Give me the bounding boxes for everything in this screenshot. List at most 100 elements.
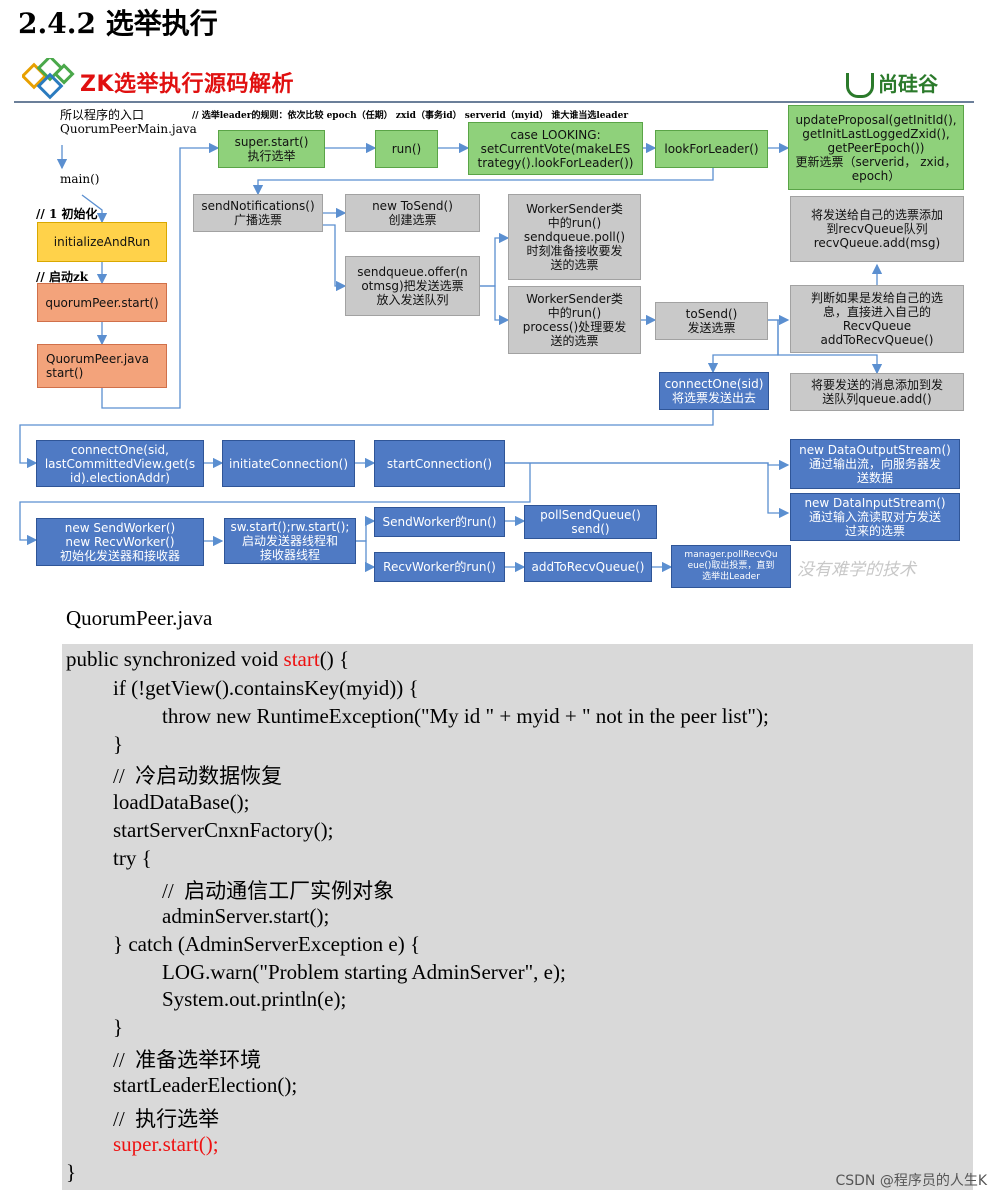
judge-self-label: 判断如果是发给自己的选 息，直接进入自己的 RecvQueue addToRec…: [810, 291, 943, 347]
brand-u-icon: [846, 73, 874, 98]
update-proposal-box: updateProposal(getInitId(), getInitLastL…: [788, 105, 964, 190]
data-input-stream-box: new DataInputStream() 通过输入流读取对方发送 过来的选票: [790, 493, 960, 541]
logo-diamond-icon: [22, 58, 75, 100]
code-block: [62, 644, 973, 1190]
startzk-comment: // 启动zk: [36, 270, 89, 284]
csdn-footer: CSDN @程序员的人生K: [835, 1173, 987, 1189]
slide-title: ZK选举执行源码解析: [80, 72, 295, 97]
look-for-leader-box: lookForLeader(): [655, 130, 768, 168]
new-send-worker-box: new SendWorker() new RecvWorker() 初始化发送器…: [36, 518, 204, 566]
data-output-stream-label: new DataOutputStream() 通过输出流，向服务器发 送数据: [799, 443, 951, 485]
code-line-13: System.out.println(e);: [162, 987, 347, 1011]
sendqueue-offer-box: sendqueue.offer(n otmsg)把发送选票 放入发送队列: [345, 256, 480, 316]
init-comment: // 1 初始化: [36, 207, 98, 221]
run-box: run(): [375, 130, 438, 168]
add-to-recv-queue-label: addToRecvQueue(): [531, 560, 645, 574]
quorum-peer-java-box: QuorumPeer.java start(): [37, 344, 167, 388]
sendqueue-offer-label: sendqueue.offer(n otmsg)把发送选票 放入发送队列: [357, 265, 468, 307]
recv-worker-run-label: RecvWorker的run(): [383, 560, 496, 574]
case-looking-box: case LOOKING: setCurrentVote(makeLES tra…: [468, 122, 643, 175]
code-line-15: // 准备选举环境: [113, 1048, 262, 1072]
recv-worker-run-box: RecvWorker的run(): [374, 552, 505, 582]
connect-one-sid-box: connectOne(sid) 将选票发送出去: [659, 372, 769, 410]
poll-recv-queue-label: manager.pollRecvQu eue()取出投票，直到 选举出Leade…: [684, 550, 778, 582]
initialize-and-run-box: initializeAndRun: [37, 222, 167, 262]
update-proposal-label: updateProposal(getInitId(), getInitLastL…: [795, 112, 957, 183]
quorum-peer-start-label: quorumPeer.start(): [45, 295, 159, 310]
look-for-leader-label: lookForLeader(): [664, 142, 759, 156]
start-connection-label: startConnection(): [386, 456, 493, 471]
queue-add-label: 将要发送的消息添加到发 送队列queue.add(): [810, 378, 943, 406]
add-self-recvqueue-box: 将发送给自己的选票添加 到recvQueue队列 recvQueue.add(m…: [790, 196, 964, 262]
add-self-recvqueue-label: 将发送给自己的选票添加 到recvQueue队列 recvQueue.add(m…: [810, 208, 943, 250]
poll-send-queue-box: pollSendQueue() send(): [524, 505, 657, 539]
to-send-box: toSend() 发送选票: [655, 302, 768, 340]
entry-note: 所以程序的入口: [60, 108, 145, 122]
quorum-peer-java-label: QuorumPeer.java start(): [46, 352, 149, 380]
run-label: run(): [391, 142, 422, 156]
code-line-12: LOG.warn("Problem starting AdminServer",…: [162, 960, 566, 984]
code-line-5: // 冷启动数据恢复: [113, 764, 283, 788]
code-line-10: adminServer.start();: [162, 904, 330, 928]
main-method-note: main(): [60, 172, 100, 186]
flow-arrows: [19, 142, 883, 573]
queue-add-box: 将要发送的消息添加到发 送队列queue.add(): [790, 373, 964, 411]
code-line-3: throw new RuntimeException("My id " + my…: [162, 704, 769, 728]
code-line-2: if (!getView().containsKey(myid)) {: [113, 676, 419, 700]
file-label: QuorumPeer.java: [66, 606, 213, 630]
brand-name: 尚硅谷: [878, 72, 938, 96]
code-paren-text: () {: [319, 647, 350, 671]
to-send-label: toSend() 发送选票: [685, 307, 738, 335]
send-notifications-box: sendNotifications() 广播选票: [193, 194, 323, 232]
new-to-send-label: new ToSend() 创建选票: [372, 199, 453, 227]
judge-self-box: 判断如果是发给自己的选 息，直接进入自己的 RecvQueue addToRec…: [790, 285, 964, 353]
quorum-peer-start-box: quorumPeer.start(): [37, 283, 167, 322]
add-to-recv-queue-box: addToRecvQueue(): [524, 552, 652, 582]
worker-sender-process-label: WorkerSender类 中的run() process()处理要发 送的选票: [522, 292, 627, 348]
initiate-connection-label: initiateConnection(): [228, 456, 348, 471]
poll-send-queue-label: pollSendQueue() send(): [540, 508, 641, 536]
header-divider: [14, 101, 974, 103]
code-line-16: startLeaderElection();: [113, 1073, 298, 1097]
connect-one-full-label: connectOne(sid, lastCommittedView.get(s …: [44, 442, 196, 485]
code-line-6: loadDataBase();: [113, 790, 250, 814]
send-notifications-label: sendNotifications() 广播选票: [201, 199, 315, 227]
code-line-11: } catch (AdminServerException e) {: [113, 932, 421, 956]
code-method-start: start: [283, 647, 320, 671]
code-line-19: }: [66, 1160, 77, 1184]
sw-rw-start-box: sw.start();rw.start(); 启动发送器线程和 接收器线程: [224, 518, 356, 564]
code-line-17: // 执行选举: [113, 1107, 220, 1131]
code-keyword-text: public synchronized void: [66, 647, 284, 671]
super-start-label: super.start() 执行选举: [234, 135, 309, 163]
initiate-connection-box: initiateConnection(): [222, 440, 355, 487]
watermark: 没有难学的技术: [797, 560, 916, 580]
data-output-stream-box: new DataOutputStream() 通过输出流，向服务器发 送数据: [790, 439, 960, 489]
worker-sender-poll-box: WorkerSender类 中的run() sendqueue.poll() 时…: [508, 194, 641, 280]
entry-class-note: QuorumPeerMain.java: [60, 122, 197, 136]
code-line-18: super.start();: [113, 1132, 219, 1156]
new-to-send-box: new ToSend() 创建选票: [345, 194, 480, 232]
data-input-stream-label: new DataInputStream() 通过输入流读取对方发送 过来的选票: [804, 496, 946, 538]
election-rule-note: // 选举leader的规则：依次比较 epoch（任期） zxid（事务id）…: [192, 111, 629, 121]
sw-rw-start-label: sw.start();rw.start(); 启动发送器线程和 接收器线程: [230, 520, 350, 562]
code-line-14: }: [113, 1015, 124, 1039]
worker-sender-process-box: WorkerSender类 中的run() process()处理要发 送的选票: [508, 286, 641, 354]
code-line-9: // 启动通信工厂实例对象: [162, 879, 395, 903]
new-send-worker-label: new SendWorker() new RecvWorker() 初始化发送器…: [59, 521, 180, 563]
connect-one-sid-label: connectOne(sid) 将选票发送出去: [664, 377, 764, 405]
worker-sender-poll-label: WorkerSender类 中的run() sendqueue.poll() 时…: [523, 202, 626, 272]
code-line-1: public synchronized void start() {: [66, 647, 349, 672]
initialize-and-run-label: initializeAndRun: [53, 235, 151, 249]
send-worker-run-label: SendWorker的run(): [382, 515, 497, 529]
section-heading: 2.4.2 选举执行: [18, 7, 218, 40]
code-line-4: }: [113, 732, 124, 756]
poll-recv-queue-box: manager.pollRecvQu eue()取出投票，直到 选举出Leade…: [671, 545, 791, 588]
connect-one-full-box: connectOne(sid, lastCommittedView.get(s …: [36, 440, 204, 487]
send-worker-run-box: SendWorker的run(): [374, 507, 505, 537]
start-connection-box: startConnection(): [374, 440, 505, 487]
brand-logo: 尚硅谷: [846, 68, 938, 98]
code-line-7: startServerCnxnFactory();: [113, 818, 334, 842]
code-line-8: try {: [113, 846, 152, 870]
case-looking-label: case LOOKING: setCurrentVote(makeLES tra…: [477, 127, 634, 170]
super-start-box: super.start() 执行选举: [218, 130, 325, 168]
